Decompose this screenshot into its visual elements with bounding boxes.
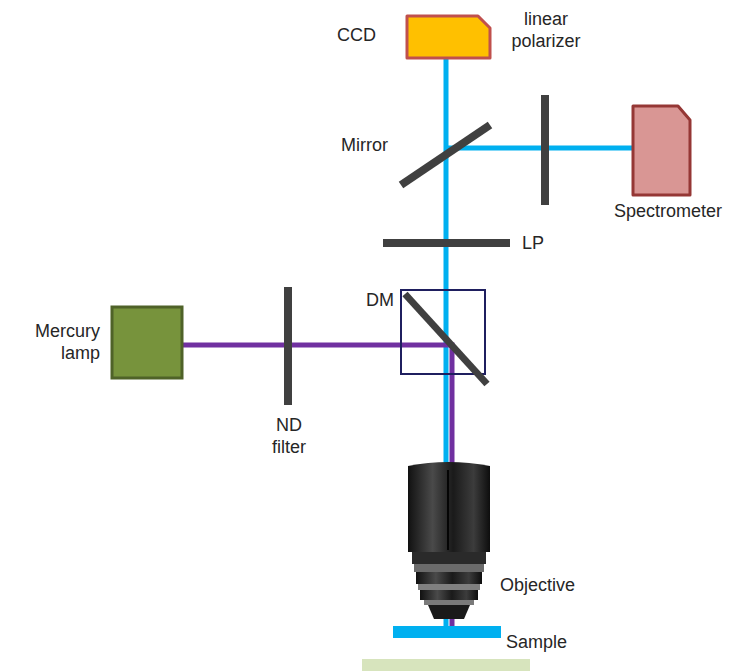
- objective-lens: [408, 462, 490, 619]
- component-label: linear polarizer: [500, 8, 592, 52]
- component-label: CCD: [300, 24, 376, 46]
- component-label: Sample: [506, 631, 606, 653]
- ccd-camera: [407, 16, 490, 58]
- component-label: ND filter: [258, 414, 320, 458]
- component-label: Spectrometer: [606, 200, 730, 222]
- spectrometer-device: [633, 106, 690, 195]
- component-label: Mirror: [300, 134, 388, 156]
- component-label: Objective: [500, 574, 610, 596]
- sample-substrate: [362, 659, 530, 671]
- mirror: [401, 125, 490, 185]
- component-label: LP: [522, 232, 582, 254]
- sample-layer: [393, 626, 501, 638]
- nd-filter-plate: [284, 287, 292, 405]
- polarizer-plate: [541, 95, 549, 205]
- mercury-lamp: [112, 307, 182, 378]
- component-label: Mercury lamp: [8, 320, 100, 364]
- emission-beam: [446, 146, 634, 151]
- component-label: DM: [330, 289, 394, 311]
- dichroic-mirror: [405, 294, 487, 384]
- longpass-filter: [383, 239, 510, 247]
